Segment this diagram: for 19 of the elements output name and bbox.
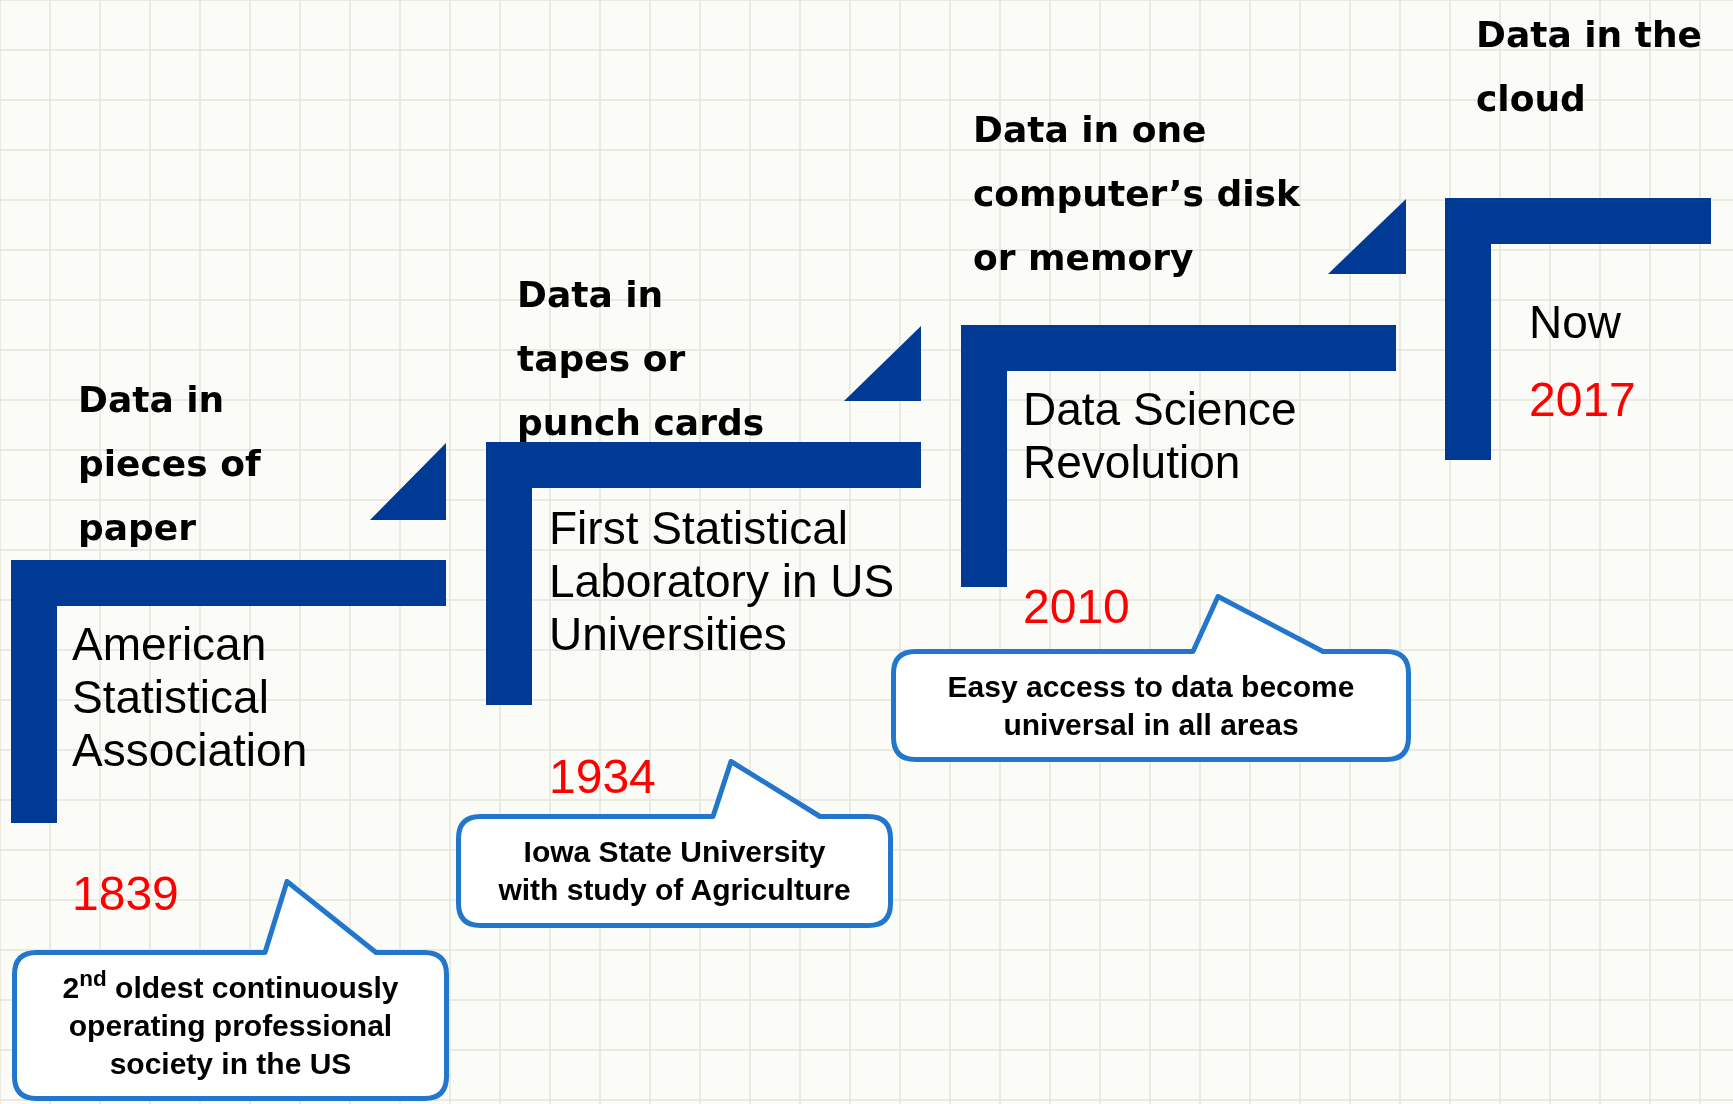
callout-text: Easy access to data become universal in all areas [946,668,1356,743]
callout-text: 2$^{nd}$ oldest continuously operating professional society in the US [61,968,400,1082]
step-title: American Statistical Association [72,618,309,777]
callout-text: Iowa State University with study of Agriculture [497,834,852,908]
speech-bubble [456,759,893,928]
step-triangle [370,443,446,520]
year-label: 1934 [549,749,656,805]
step-title: Now [1529,296,1623,349]
step-title: Data Science Revolution [1023,383,1298,489]
step-heading: Data in pieces of paper [78,378,262,550]
step-heading: Data in the cloud [1476,13,1703,121]
year-label: 1839 [72,866,179,922]
step-triangle [1328,199,1406,274]
step-triangle [844,326,921,401]
step-heading: Data in one computer’s disk or memory [973,108,1302,280]
step-heading: Data in tapes or punch cards [517,273,766,445]
year-label: 2010 [1023,579,1130,635]
year-label: 2017 [1529,372,1636,428]
step-title: First Statistical Laboratory in US Universities [549,502,896,661]
